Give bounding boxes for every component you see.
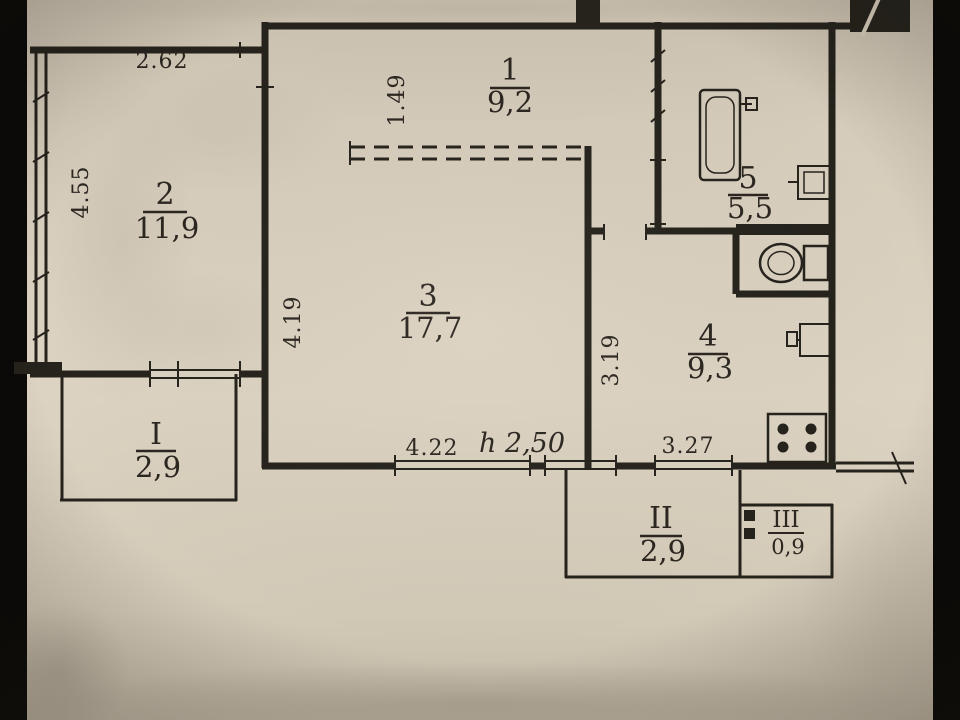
floor-plan-photo: 1 9,2 2 11,9 3 17,7 4 9,3 5 5,5 I 2,9 II… — [0, 0, 960, 720]
paper-shading — [0, 0, 960, 720]
floor-plan-canvas: 1 9,2 2 11,9 3 17,7 4 9,3 5 5,5 I 2,9 II… — [0, 0, 960, 720]
